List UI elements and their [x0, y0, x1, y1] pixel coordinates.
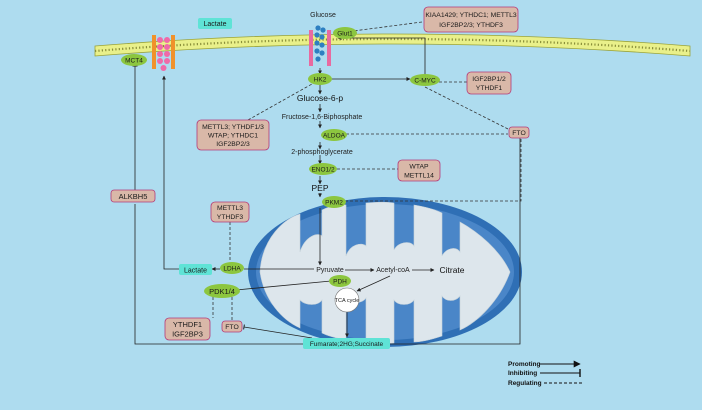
hk2-regulators-box: METTL3; YTHDF1/3 WTAP; YTHDC1 IGF2BP2/3: [196, 119, 270, 151]
lactate-top-box: Lactate: [198, 18, 232, 29]
mitochondrial-cristae: [259, 201, 511, 345]
fructose-label: Fructose-1,6-Biphosphate: [282, 114, 363, 121]
fumarate-box: Fumarate;2HG;Succinate: [303, 338, 390, 349]
lactate-bottom-box: Lactate: [179, 264, 212, 275]
legend-inhibiting-label: Inhibiting: [508, 370, 537, 377]
svg-text:ALKBH5: ALKBH5: [119, 192, 148, 201]
pdk-oval: PDK1/4: [204, 284, 240, 298]
pdh-oval: PDH: [329, 275, 351, 287]
svg-text:PDK1/4: PDK1/4: [209, 287, 235, 296]
ldha-regulators-box: METTL3 YTHDF3: [210, 201, 250, 223]
pep-label: PEP: [311, 183, 328, 193]
svg-text:METTL3: METTL3: [217, 205, 243, 212]
svg-text:MCT4: MCT4: [125, 58, 143, 65]
pathway-lines: [132, 36, 521, 345]
glucose-label: Glucose: [310, 12, 336, 19]
svg-text:Fumarate;2HG;Succinate: Fumarate;2HG;Succinate: [310, 341, 384, 348]
fto-right-box: FTO: [508, 126, 530, 139]
svg-text:HK2: HK2: [314, 77, 327, 84]
legend: Promoting Inhibiting Regulating: [508, 360, 582, 387]
svg-text:Lactate: Lactate: [204, 21, 227, 28]
mct4-oval: MCT4: [121, 54, 147, 66]
svg-text:KIAA1429; YTHDC1; METTL3: KIAA1429; YTHDC1; METTL3: [425, 12, 517, 19]
svg-text:ENO1/2: ENO1/2: [311, 167, 335, 174]
legend-promoting-label: Promoting: [508, 361, 541, 368]
glut1-regulators-box: KIAA1429; YTHDC1; METTL3 IGF2BP2/3; YTHD…: [423, 6, 519, 33]
svg-text:IGF2BP2/3: IGF2BP2/3: [216, 141, 250, 148]
cell-membrane: [94, 33, 691, 57]
eno-oval: ENO1/2: [309, 163, 337, 175]
svg-text:PKM2: PKM2: [325, 200, 343, 207]
lactate-molecules-icon: [157, 37, 170, 71]
fto-bottom-box: FTO: [221, 320, 243, 333]
ldha-oval: LDHA: [220, 262, 244, 274]
pkm2-oval: PKM2: [322, 196, 346, 208]
svg-text:C-MYC: C-MYC: [414, 78, 436, 85]
acetyl-coa-label: Acetyl-coA: [376, 267, 410, 274]
glucose-molecules-icon: [314, 25, 326, 62]
hk2-oval: HK2: [308, 73, 332, 85]
alkbh5-box: ALKBH5: [110, 189, 156, 203]
svg-text:IGF2BP2/3; YTHDF3: IGF2BP2/3; YTHDF3: [439, 22, 503, 29]
tca-cycle: TCA cycle: [335, 287, 360, 313]
legend-regulating-label: Regulating: [508, 380, 542, 387]
svg-text:PDH: PDH: [333, 279, 347, 286]
mct4-transporter: [152, 35, 175, 69]
eno-regulators-box: WTAP METTL14: [397, 159, 441, 182]
svg-text:FTO: FTO: [512, 130, 525, 137]
tca-cycle-label: TCA cycle: [335, 298, 360, 304]
svg-text:ALDOA: ALDOA: [323, 133, 346, 140]
svg-text:IGF2BP1/2: IGF2BP1/2: [472, 76, 506, 83]
cmyc-regulators-box: IGF2BP1/2 YTHDF1: [466, 71, 512, 95]
mitochondrion: [248, 197, 522, 347]
svg-text:YTHDF1: YTHDF1: [476, 85, 503, 92]
svg-text:WTAP: WTAP: [409, 164, 429, 171]
citrate-label: Citrate: [439, 265, 464, 275]
glut1-oval: Glut1: [333, 27, 357, 39]
svg-text:LDHA: LDHA: [223, 266, 241, 273]
glucose-6-p-label: Glucose-6-p: [297, 93, 344, 103]
svg-text:Glut1: Glut1: [337, 31, 353, 38]
aldoa-oval: ALDOA: [321, 129, 347, 141]
svg-text:FTO: FTO: [225, 324, 238, 331]
svg-text:YTHDF3: YTHDF3: [217, 214, 244, 221]
svg-text:WTAP; YTHDC1: WTAP; YTHDC1: [208, 133, 258, 140]
pyruvate-label: Pyruvate: [316, 267, 344, 274]
cmyc-oval: C-MYC: [410, 74, 440, 86]
svg-text:Lactate: Lactate: [184, 268, 207, 275]
phosphoglycerate-label: 2-phosphoglycerate: [291, 149, 353, 156]
pdk-regulators-box: YTHDF1 IGF2BP3: [164, 317, 211, 341]
svg-text:METTL3; YTHDF1/3: METTL3; YTHDF1/3: [202, 124, 264, 131]
svg-text:IGF2BP3: IGF2BP3: [172, 330, 203, 339]
glut1-transporter: [309, 30, 331, 66]
svg-text:YTHDF1: YTHDF1: [173, 320, 202, 329]
svg-text:METTL14: METTL14: [404, 173, 434, 180]
